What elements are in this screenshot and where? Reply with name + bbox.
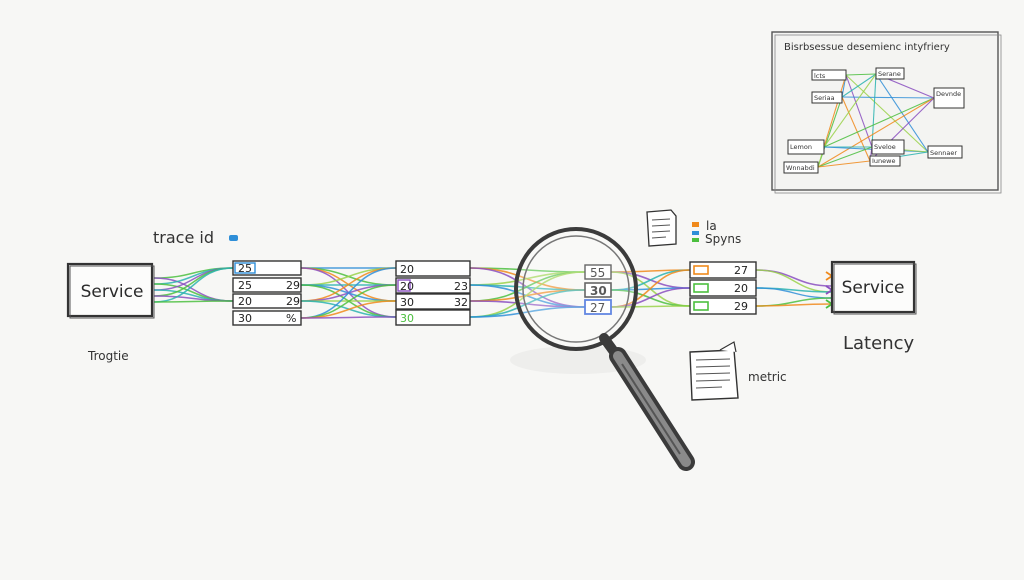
span-value: 27 bbox=[734, 264, 748, 277]
magnifier-icon bbox=[510, 227, 695, 471]
span-value: % bbox=[286, 312, 296, 325]
trace-link bbox=[153, 300, 234, 303]
svg-text:Devnde: Devnde bbox=[936, 90, 961, 98]
inset-link bbox=[845, 73, 877, 76]
inset-node: Devnde bbox=[933, 87, 965, 109]
svg-text:Sennaer: Sennaer bbox=[930, 149, 957, 157]
inset-node: Lemon bbox=[787, 139, 825, 155]
trace-link bbox=[300, 316, 397, 319]
trace-id-label: trace id bbox=[153, 228, 214, 247]
inset-link bbox=[817, 146, 873, 168]
span-value: 29 bbox=[734, 300, 748, 313]
inset-link bbox=[845, 74, 929, 153]
trace-id-marker bbox=[229, 235, 238, 241]
trace-link bbox=[610, 305, 691, 308]
metric-label: metric bbox=[748, 370, 787, 384]
left-caption: Trogtie bbox=[87, 349, 129, 363]
span-value: 25 bbox=[238, 262, 252, 275]
legend-swatch bbox=[692, 238, 699, 242]
span-value: 20 bbox=[734, 282, 748, 295]
span-block bbox=[395, 277, 471, 294]
spans-legend: la Spyns bbox=[692, 219, 741, 246]
span-column-2: 20 20 23 30 32 30 bbox=[395, 260, 471, 326]
span-column-3: 55 30 27 bbox=[584, 264, 612, 315]
spans-label-a: la bbox=[706, 219, 717, 233]
legend-swatch bbox=[692, 231, 699, 235]
span-block bbox=[584, 264, 612, 280]
inset-link bbox=[845, 74, 873, 148]
right-service-box: Service bbox=[830, 260, 917, 315]
span-value: 30 bbox=[590, 284, 607, 298]
inset-node: lcts bbox=[811, 69, 847, 81]
metric-document-icon bbox=[689, 341, 739, 401]
span-value: 20 bbox=[400, 280, 414, 293]
latency-label: Latency bbox=[843, 333, 914, 354]
span-value: 30 bbox=[400, 296, 414, 309]
trace-link bbox=[755, 269, 833, 287]
inset-node: Sennaer bbox=[927, 145, 963, 159]
inset-link bbox=[823, 73, 877, 148]
span-column-1: 25 25 29 20 29 30 % bbox=[232, 260, 302, 326]
trace-link bbox=[300, 267, 397, 286]
inset-link bbox=[823, 74, 847, 148]
svg-text:Wnnabdi: Wnnabdi bbox=[786, 164, 815, 172]
span-value: 32 bbox=[454, 296, 468, 309]
inset-node: Seriaa bbox=[811, 91, 843, 104]
inset-link bbox=[841, 96, 871, 162]
span-value: 29 bbox=[286, 295, 300, 308]
left-service-label: Service bbox=[81, 282, 144, 302]
span-value: 27 bbox=[590, 301, 605, 315]
inset-link bbox=[823, 97, 935, 148]
inset-link bbox=[875, 73, 929, 153]
svg-text:Serane: Serane bbox=[878, 70, 901, 78]
right-service-label: Service bbox=[842, 278, 905, 298]
spans-label-b: Spyns bbox=[705, 232, 741, 246]
span-column-4: 27 20 29 bbox=[689, 261, 757, 315]
left-service-box: Service bbox=[66, 262, 155, 319]
span-block bbox=[232, 293, 302, 309]
svg-text:Sveloe: Sveloe bbox=[874, 143, 896, 151]
inset-node: Iunewe bbox=[869, 155, 901, 167]
span-block bbox=[232, 277, 302, 293]
svg-text:Lemon: Lemon bbox=[790, 143, 812, 151]
span-value: 55 bbox=[590, 266, 605, 280]
span-block bbox=[232, 260, 302, 276]
inset-link bbox=[841, 73, 877, 98]
trace-link bbox=[469, 271, 586, 318]
document-icon bbox=[646, 209, 677, 247]
span-block bbox=[232, 310, 302, 326]
svg-text:Seriaa: Seriaa bbox=[814, 94, 835, 102]
svg-text:lcts: lcts bbox=[814, 72, 826, 80]
span-value: 23 bbox=[454, 280, 468, 293]
trace-link bbox=[153, 267, 234, 303]
inset-title: Bisrbsessue desemienc intyfriery bbox=[784, 42, 950, 53]
span-value: 20 bbox=[400, 263, 414, 276]
span-value: 29 bbox=[286, 279, 300, 292]
trace-id-annotation: trace id bbox=[153, 228, 238, 247]
inset-node: Sveloe bbox=[871, 139, 905, 155]
trace-links bbox=[153, 267, 834, 319]
inset-link bbox=[817, 160, 871, 168]
inset-node: Wnnabdi bbox=[783, 161, 819, 174]
span-value: 30 bbox=[400, 312, 414, 325]
span-block bbox=[395, 293, 471, 310]
span-block bbox=[395, 260, 471, 277]
inset-dependency-panel: Bisrbsessue desemienc intyfriery lcts Se… bbox=[771, 31, 1002, 194]
span-value: 30 bbox=[238, 312, 252, 325]
span-block bbox=[395, 309, 471, 326]
inset-link bbox=[817, 97, 935, 168]
inset-link bbox=[841, 96, 935, 99]
span-value: 25 bbox=[238, 279, 252, 292]
trace-link bbox=[300, 267, 397, 319]
svg-text:Iunewe: Iunewe bbox=[872, 157, 895, 165]
span-block bbox=[584, 299, 612, 315]
inset-node: Serane bbox=[875, 67, 905, 80]
legend-swatch bbox=[692, 222, 699, 227]
trace-link bbox=[755, 303, 833, 307]
span-value: 20 bbox=[238, 295, 252, 308]
span-block bbox=[584, 282, 612, 298]
